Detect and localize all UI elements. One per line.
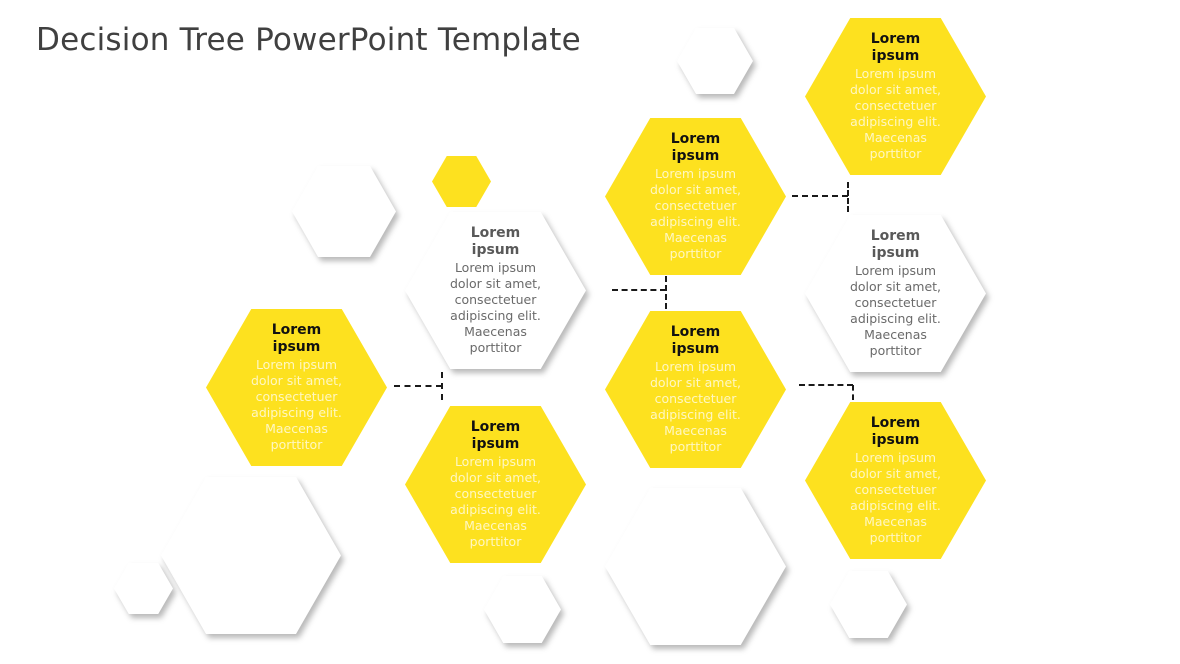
connector-level2-bottom-vertical (852, 385, 854, 400)
decision-node-level1-bottom[interactable]: Lorem ipsum Lorem ipsum dolor sit amet, … (405, 406, 586, 563)
decorative-hexagon-icon (605, 488, 786, 645)
node-title: Lorem ipsum (870, 228, 921, 261)
decorative-yellow-hexagon-icon (432, 156, 491, 207)
decision-node-root[interactable]: Lorem ipsum Lorem ipsum dolor sit amet, … (206, 309, 387, 466)
decision-node-level2-bottom[interactable]: Lorem ipsum Lorem ipsum dolor sit amet, … (605, 311, 786, 468)
hexagon-shape (805, 18, 986, 175)
connector-level2-bottom-horizontal (799, 384, 853, 386)
hexagon-shape (605, 488, 786, 645)
node-body: Lorem ipsum dolor sit amet, consectetuer… (449, 454, 542, 549)
hexagon-shape (830, 571, 907, 638)
decorative-hexagon-icon (161, 477, 341, 634)
hexagon-shape (114, 563, 173, 614)
node-body: Lorem ipsum dolor sit amet, consectetuer… (849, 263, 942, 358)
decision-node-level1-top[interactable]: Lorem ipsum Lorem ipsum dolor sit amet, … (405, 212, 586, 369)
decision-node-level3-bottom[interactable]: Lorem ipsum Lorem ipsum dolor sit amet, … (805, 402, 986, 559)
decorative-hexagon-icon (677, 28, 753, 94)
decision-node-level3-middle[interactable]: Lorem ipsum Lorem ipsum dolor sit amet, … (805, 215, 986, 372)
decorative-hexagon-icon (114, 563, 173, 614)
node-body: Lorem ipsum dolor sit amet, consectetuer… (250, 357, 343, 452)
connector-root-vertical (441, 372, 443, 400)
hexagon-shape (484, 576, 561, 643)
hexagon-shape (292, 166, 396, 257)
decision-node-level3-top[interactable]: Lorem ipsum Lorem ipsum dolor sit amet, … (805, 18, 986, 175)
connector-root-horizontal (394, 385, 442, 387)
slide-title: Decision Tree PowerPoint Template (36, 22, 581, 58)
node-title: Lorem ipsum (271, 322, 322, 355)
hexagon-shape (605, 118, 786, 275)
connector-level2-top-horizontal (792, 195, 848, 197)
connector-level1-horizontal (612, 289, 666, 291)
node-body: Lorem ipsum dolor sit amet, consectetuer… (449, 260, 542, 355)
node-title: Lorem ipsum (470, 419, 521, 452)
connector-level2-top-vertical (847, 182, 849, 212)
hexagon-shape (161, 477, 341, 634)
connector-level1-vertical (665, 276, 667, 309)
hexagon-shape (805, 402, 986, 559)
node-title: Lorem ipsum (670, 324, 721, 357)
hexagon-shape (605, 311, 786, 468)
decorative-hexagon-icon (830, 571, 907, 638)
node-body: Lorem ipsum dolor sit amet, consectetuer… (649, 166, 742, 261)
decorative-hexagon-icon (484, 576, 561, 643)
hexagon-shape (677, 28, 753, 94)
node-title: Lorem ipsum (470, 225, 521, 258)
node-body: Lorem ipsum dolor sit amet, consectetuer… (849, 66, 942, 161)
node-title: Lorem ipsum (870, 31, 921, 64)
node-title: Lorem ipsum (870, 415, 921, 448)
node-title: Lorem ipsum (670, 131, 721, 164)
hexagon-shape (805, 215, 986, 372)
decision-node-level2-top[interactable]: Lorem ipsum Lorem ipsum dolor sit amet, … (605, 118, 786, 275)
decorative-hexagon-icon (292, 166, 396, 257)
hexagon-shape (432, 156, 491, 207)
node-body: Lorem ipsum dolor sit amet, consectetuer… (649, 359, 742, 454)
node-body: Lorem ipsum dolor sit amet, consectetuer… (849, 450, 942, 545)
